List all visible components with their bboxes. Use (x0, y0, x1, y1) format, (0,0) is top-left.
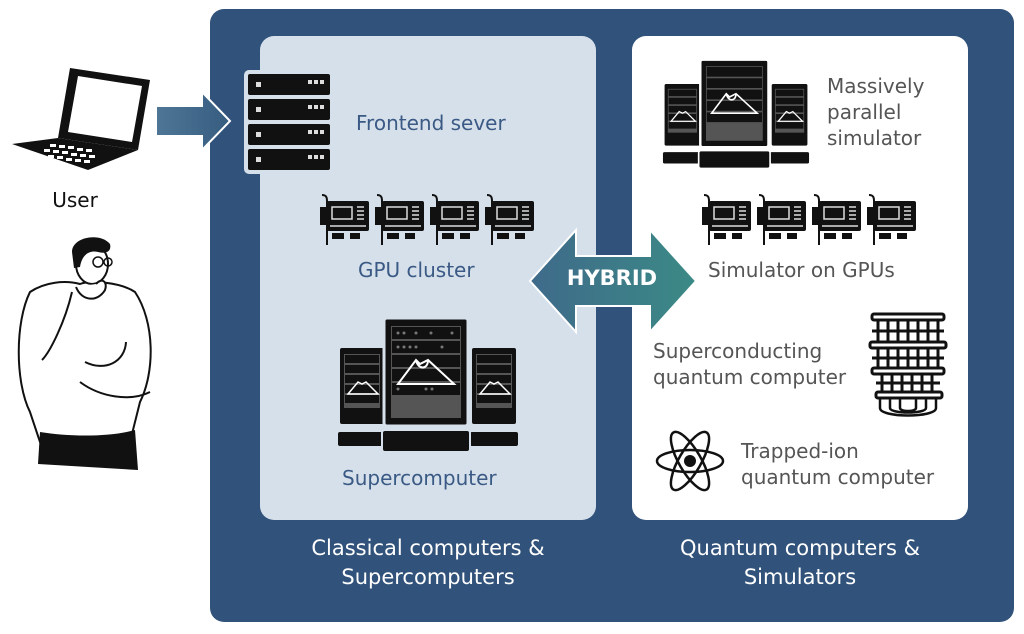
supercomputer-icon (337, 316, 519, 453)
trapped-ion-label: Trapped-ion quantum computer (741, 438, 934, 490)
atom-icon (655, 430, 725, 492)
parallel-simulator-line3: simulator (827, 126, 922, 150)
hybrid-label: HYBRID (566, 266, 658, 290)
laptop-icon (12, 68, 150, 170)
hybrid-double-arrow (528, 227, 698, 335)
user-to-server-arrow (156, 92, 232, 150)
user-label: User (52, 188, 98, 212)
frontend-server-label: Frontend sever (356, 111, 506, 135)
trapped-ion-line2: quantum computer (741, 465, 935, 489)
trapped-ion-line1: Trapped-ion (741, 439, 859, 463)
superconducting-line1: Superconducting (653, 339, 823, 363)
gpu-cluster-label: GPU cluster (358, 258, 475, 282)
classical-footer-label: Classical computers & Supercomputers (258, 534, 598, 592)
user-person-icon (17, 237, 152, 470)
quantum-footer-label: Quantum computers & Simulators (630, 534, 970, 592)
parallel-simulator-icon (662, 58, 810, 170)
parallel-simulator-line2: parallel (827, 100, 902, 124)
gpu-cluster-icon (319, 194, 535, 246)
superconducting-line2: quantum computer (653, 365, 847, 389)
gpu-simulator-label: Simulator on GPUs (708, 258, 895, 282)
superconducting-label: Superconducting quantum computer (653, 338, 846, 390)
gpu-simulator-icon (701, 194, 917, 246)
superconducting-chip-icon (868, 312, 948, 417)
parallel-simulator-label: Massively parallel simulator (827, 73, 924, 151)
parallel-simulator-line1: Massively (827, 74, 925, 98)
classical-footer-line2: Supercomputers (341, 565, 515, 589)
classical-footer-line1: Classical computers & (311, 536, 545, 560)
server-icon (244, 70, 334, 174)
quantum-footer-line2: Simulators (743, 565, 857, 589)
supercomputer-label: Supercomputer (342, 466, 497, 490)
quantum-footer-line1: Quantum computers & (680, 536, 920, 560)
